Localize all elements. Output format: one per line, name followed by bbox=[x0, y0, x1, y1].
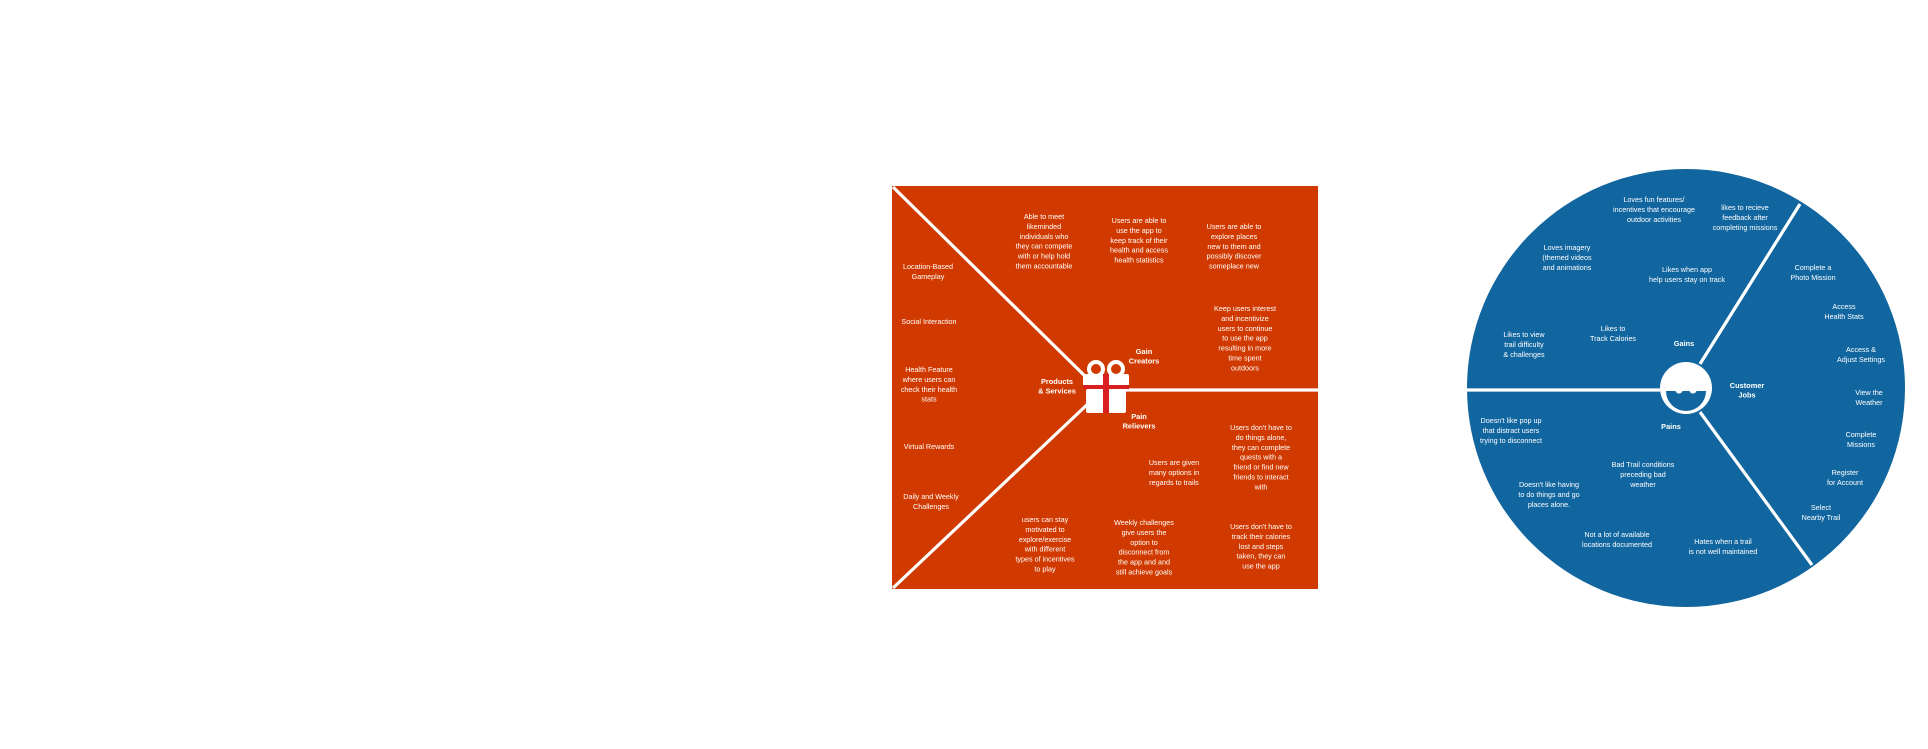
divider-line bbox=[891, 185, 1094, 385]
gains-heading: Gains bbox=[1674, 339, 1695, 348]
gift-icon bbox=[1083, 360, 1129, 413]
product-item: Social Interaction bbox=[901, 317, 956, 326]
face-icon bbox=[1660, 362, 1712, 414]
product-item: Virtual Rewards bbox=[904, 442, 955, 451]
job-item: Access &Adjust Settings bbox=[1837, 345, 1885, 364]
divider-line bbox=[1698, 411, 1814, 566]
divider-line bbox=[1698, 203, 1802, 365]
pains-heading: Pains bbox=[1661, 422, 1681, 431]
divider-line bbox=[891, 398, 1094, 590]
products-services-heading: Products& Services bbox=[1038, 377, 1076, 396]
gain-item: Loves fun features/incentives that encou… bbox=[1613, 195, 1695, 224]
